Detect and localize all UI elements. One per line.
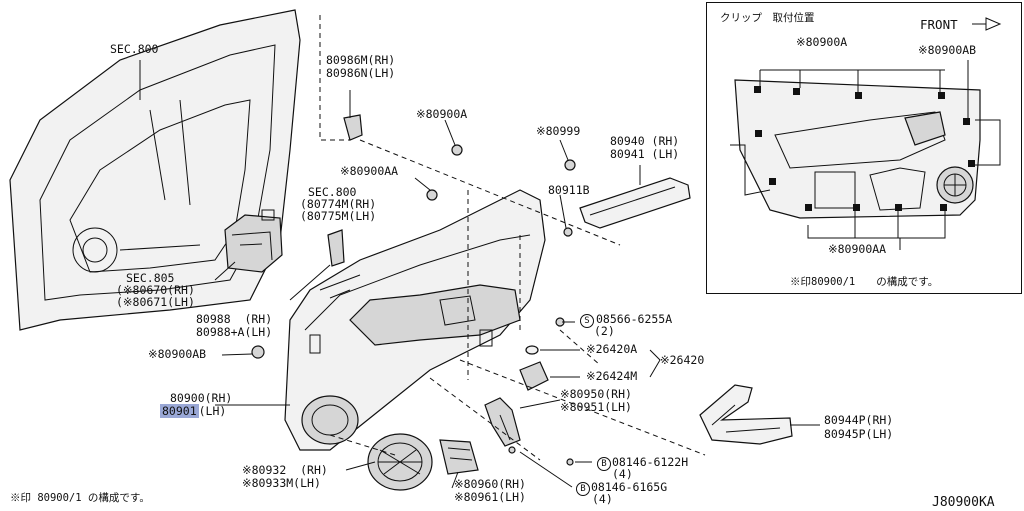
label-80940: 80940 (RH) [610,134,680,148]
label-80774m: (80774M(RH) [300,197,377,211]
label-80999: ※80999 [536,124,581,138]
label-80960: ※80960(RH) [454,477,526,491]
label-80900: 80900(RH) [170,391,233,405]
label-80988a: 80988+A(LH) [196,325,273,339]
label-80945p: 80945P(LH) [824,427,894,441]
label-sec800-mid: SEC.800 [308,185,357,199]
label-80901: 80901(LH) [160,404,227,418]
small-bracket [439,439,479,475]
inset-clip-ab: ※80900AB [918,43,977,57]
speaker-grille [367,433,433,491]
label-80775m: (80775M(LH) [300,209,377,223]
label-80900a: ※80900A [416,107,468,121]
label-sec800-top: SEC.800 [110,42,159,56]
leader-lines [139,60,820,489]
inset-front-label: FRONT [920,17,958,32]
label-26420a: ※26420A [586,342,638,356]
label-80941: 80941 (LH) [610,147,680,161]
label-80932: ※80932 (RH) [242,463,328,477]
pull-handle [699,384,793,445]
label-08146-6122h: 08146-6122H [612,455,689,469]
trim-bracket [484,397,521,447]
label-08146-6165g: 08146-6165G [591,480,668,494]
label-80933m: ※80933M(LH) [242,476,321,490]
label-80900aa: ※80900AA [340,164,399,178]
inset-clip-dots [754,86,975,211]
inset-panel-drawing [730,17,1002,250]
mark-b-circle-1: B [597,457,611,471]
label-80986m: 80986M(RH) [326,53,396,67]
label-08566: 08566-6255A [596,312,673,326]
label-26420: ※26420 [660,353,705,367]
inset-title: クリップ 取付位置 [720,12,815,24]
label-26424m: ※26424M [586,369,638,383]
label-80951: ※80951(LH) [560,400,632,414]
label-08566-qty: (2) [594,324,615,338]
footnote: ※印 80900/1 の構成です。 [10,492,150,504]
door-trim-panel [284,189,546,451]
switch-lamp [519,345,549,391]
label-80670: (※80670(RH) [116,283,195,297]
label-08146-6122h-qty: (4) [612,467,633,481]
inset-clip-aa: ※80900AA [828,242,887,256]
label-08146-6165g-qty: (4) [592,492,613,506]
label-80901-side: (LH) [198,404,227,418]
label-80988: 80988 (RH) [196,312,273,326]
label-80961: ※80961(LH) [454,490,526,504]
label-80911b: 80911B [548,183,590,197]
label-80986n: 80986N(LH) [326,66,396,80]
label-80671: (※80671(LH) [116,295,195,309]
label-80944p: 80944P(RH) [824,413,894,427]
armrest-pad [579,177,691,229]
clip-location-inset [706,2,1022,294]
label-80950: ※80950(RH) [560,387,632,401]
inset-clip-a: ※80900A [796,35,848,49]
dashed-guides [319,15,706,461]
label-sec805: SEC.805 [126,271,175,285]
highlighted-part-number[interactable]: 80901 [160,404,199,418]
diagram-code: J80900KA [932,495,995,510]
mark-b-circle-2: B [576,482,590,496]
clips [251,114,576,466]
mark-s-circle: S [580,314,594,328]
label-80900ab: ※80900AB [148,347,207,361]
inset-note: ※印80900/1 の構成です。 [790,276,939,288]
